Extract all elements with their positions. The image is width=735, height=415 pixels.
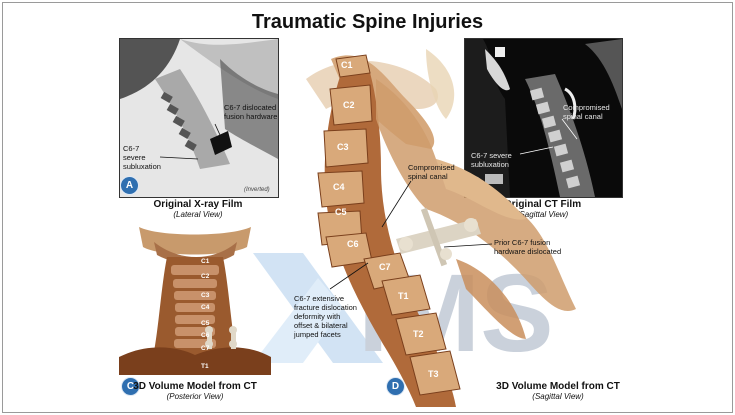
- panel-c-caption-sub: (Posterior View): [166, 392, 224, 401]
- d-level-c6: C6: [347, 239, 359, 249]
- c-level-c5: C5: [201, 320, 210, 327]
- c-level-c4: C4: [201, 304, 210, 311]
- d-level-c4: C4: [333, 182, 345, 192]
- panel-b-caption-sub: (Sagittal View): [516, 210, 569, 219]
- c-level-t1: T1: [201, 363, 209, 370]
- panel-b-caption-main: Original CT Film: [503, 199, 582, 210]
- d-level-t2: T2: [413, 329, 424, 339]
- inverted-note: (Inverted): [244, 187, 270, 193]
- badge-c: C: [121, 377, 140, 396]
- d-level-t1: T1: [398, 291, 409, 301]
- watermark-chevron: [253, 253, 383, 363]
- c-level-c7: C7: [201, 345, 210, 352]
- badge-a: A: [120, 176, 139, 195]
- panel-d-caption: 3D Volume Model from CT (Sagittal View): [488, 381, 628, 401]
- panel-c-3d-posterior: C1 C2 C3 C4 C5 C6 C7 T1: [119, 227, 271, 375]
- d-level-c5: C5: [335, 207, 347, 217]
- d-level-c7: C7: [379, 262, 391, 272]
- panel-a-caption-main: Original X-ray Film: [153, 199, 243, 210]
- c-level-c1: C1: [201, 258, 210, 265]
- d-level-t3: T3: [428, 369, 439, 379]
- d-level-c2: C2: [343, 100, 355, 110]
- watermark-chevron-2: [253, 278, 343, 363]
- d-level-c1: C1: [341, 60, 353, 70]
- panel-a-caption: Original X-ray Film (Lateral View): [119, 199, 277, 219]
- figure-title: Traumatic Spine Injuries: [251, 11, 484, 33]
- c-level-c2: C2: [201, 273, 210, 280]
- panel-d-caption-sub: (Sagittal View): [532, 392, 584, 401]
- c-level-c6: C6: [201, 332, 210, 339]
- panel-d-caption-main: 3D Volume Model from CT: [496, 381, 620, 392]
- panel-c-caption-main: 3D Volume Model from CT: [133, 381, 257, 392]
- panel-d-3d-sagittal: C1 C2 C3 C4 C5 C6 C7 T1 T2 T3 Compromise…: [286, 39, 596, 407]
- panel-a-caption-sub: (Lateral View): [173, 210, 223, 219]
- d-level-c3: C3: [337, 142, 349, 152]
- panel-b-caption: Original CT Film (Sagittal View): [464, 199, 621, 219]
- panel-c-caption: 3D Volume Model from CT (Posterior View): [119, 381, 271, 401]
- badge-d: D: [386, 377, 405, 396]
- c-level-c3: C3: [201, 292, 210, 299]
